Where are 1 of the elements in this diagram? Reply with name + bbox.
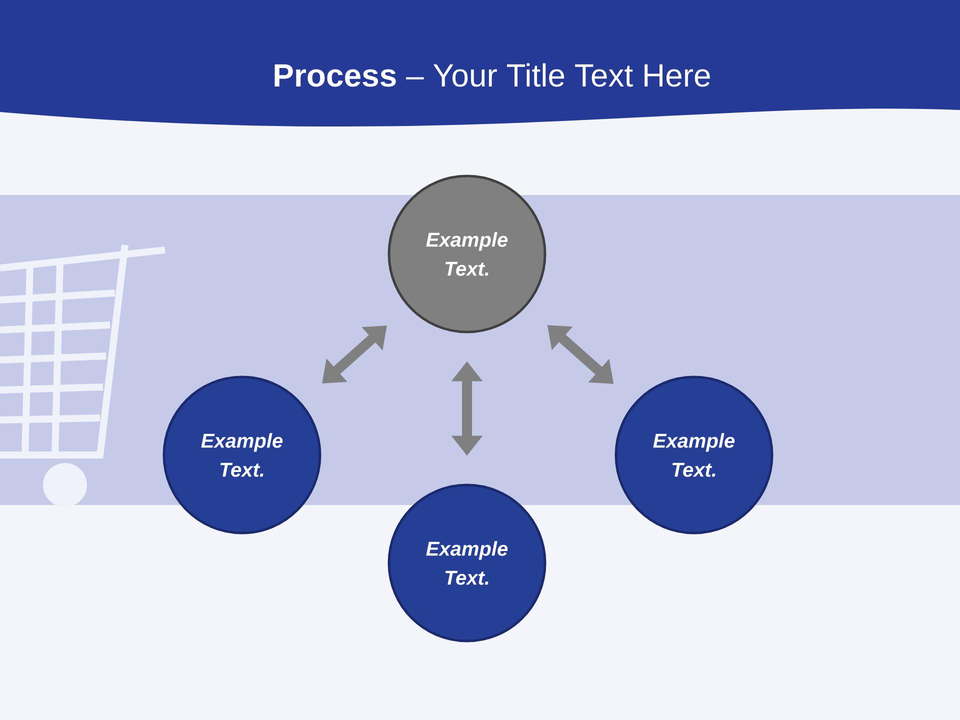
title: Process – Your Title Text Here — [274, 63, 710, 87]
